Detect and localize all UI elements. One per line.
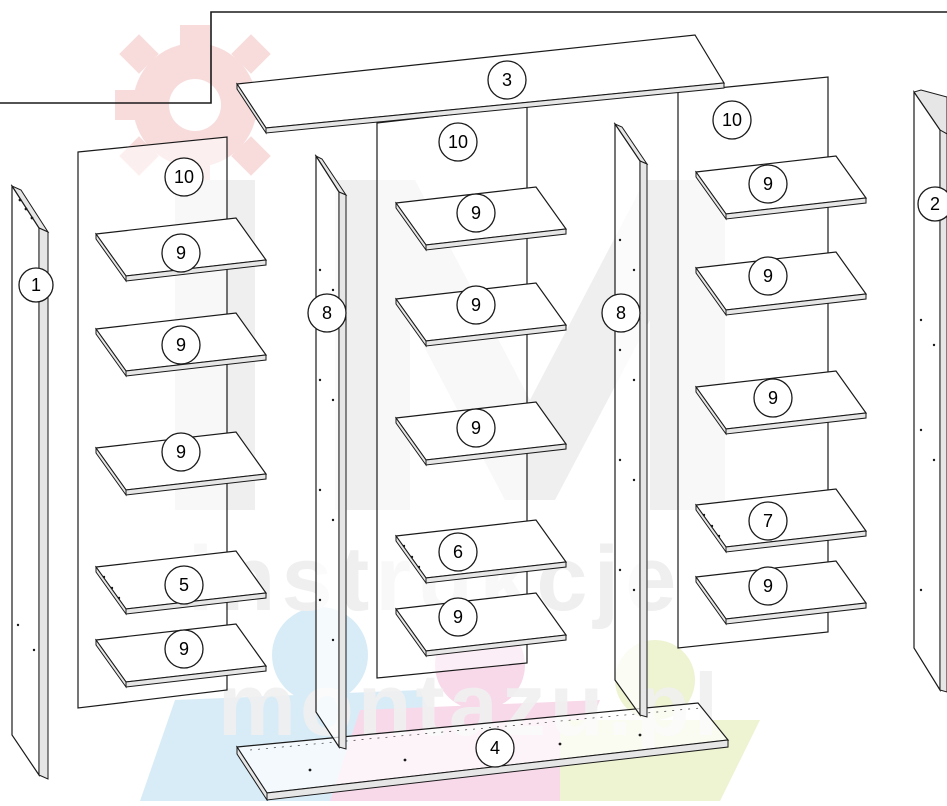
part-number-label: 9 — [763, 174, 773, 194]
callout-shelf-left-1: 9 — [161, 233, 201, 273]
part-number-label: 8 — [322, 303, 332, 323]
callout-shelf-right-1: 9 — [748, 164, 788, 204]
callout-shelf-right-5: 9 — [748, 566, 788, 606]
part-number-label: 9 — [453, 607, 463, 627]
callout-back-left: 10 — [164, 157, 204, 197]
part-number-label: 5 — [179, 575, 189, 595]
part-number-label: 9 — [763, 266, 773, 286]
shelf-middle-5 — [394, 592, 568, 658]
callouts: 1 2 3 4 8 8 10 — [18, 60, 947, 768]
part-number-label: 9 — [179, 639, 189, 659]
callout-back-right: 10 — [712, 100, 752, 140]
divider-panel-right — [613, 122, 649, 718]
callout-shelf-middle-4: 6 — [438, 532, 478, 572]
part-number-label: 2 — [930, 194, 940, 214]
part-number-label: 6 — [453, 542, 463, 562]
callout-side-right: 2 — [917, 186, 947, 222]
part-number-label: 7 — [763, 511, 773, 531]
callout-shelf-left-2: 9 — [161, 325, 201, 365]
shelf-middle-4 — [394, 519, 568, 585]
callout-bottom: 4 — [475, 728, 515, 768]
callout-side-left: 1 — [18, 267, 54, 303]
callout-divider-right: 8 — [601, 293, 641, 333]
part-number-label: 9 — [768, 388, 778, 408]
callout-shelf-right-4: 7 — [748, 501, 788, 541]
part-number-label: 9 — [471, 418, 481, 438]
part-number-label: 9 — [176, 243, 186, 263]
callout-back-middle: 10 — [438, 122, 478, 162]
part-number-label: 10 — [174, 167, 194, 187]
callout-shelf-left-5: 9 — [164, 629, 204, 669]
part-number-label: 9 — [471, 295, 481, 315]
part-number-label: 9 — [176, 442, 186, 462]
divider-panel-left — [314, 153, 348, 750]
callout-shelf-left-4: 5 — [164, 565, 204, 605]
part-number-label: 9 — [471, 203, 481, 223]
callout-shelf-middle-2: 9 — [456, 285, 496, 325]
part-number-label: 9 — [176, 335, 186, 355]
side-panel-left — [10, 183, 50, 780]
part-number-label: 10 — [722, 110, 742, 130]
part-number-label: 9 — [763, 576, 773, 596]
callout-shelf-middle-3: 9 — [456, 408, 496, 448]
part-number-label: 10 — [448, 132, 468, 152]
callout-divider-left: 8 — [307, 293, 347, 333]
part-number-label: 8 — [616, 303, 626, 323]
top-panel — [235, 34, 726, 135]
callout-top: 3 — [487, 60, 527, 100]
part-number-label: 3 — [502, 70, 512, 90]
part-number-label: 1 — [31, 275, 41, 295]
callout-shelf-right-2: 9 — [748, 256, 788, 296]
callout-shelf-left-3: 9 — [161, 432, 201, 472]
callout-shelf-middle-1: 9 — [456, 193, 496, 233]
frame-line — [0, 11, 947, 104]
side-panel-right — [913, 89, 947, 693]
callout-shelf-middle-5: 9 — [438, 597, 478, 637]
callout-shelf-right-3: 9 — [753, 378, 793, 418]
part-number-label: 4 — [490, 738, 500, 758]
